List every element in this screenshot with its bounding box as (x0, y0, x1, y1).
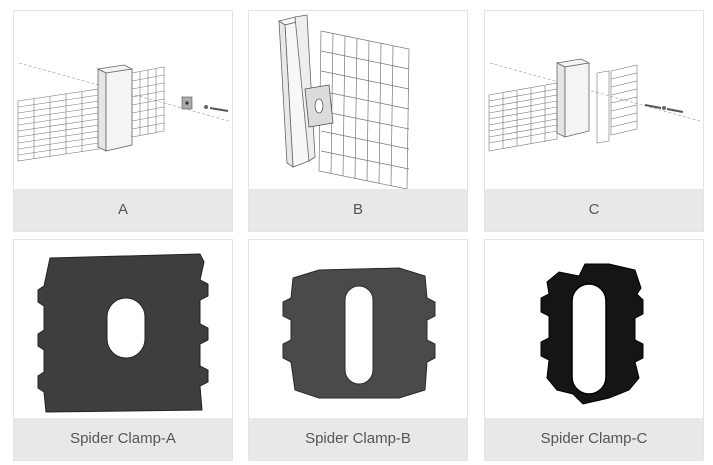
card-caption: A (14, 189, 232, 231)
card-spider-clamp-c[interactable]: Spider Clamp-C (484, 239, 704, 461)
card-a[interactable]: A (13, 10, 233, 232)
spider-clamp-c-image[interactable] (485, 240, 703, 418)
spider-clamp-b-image[interactable] (249, 240, 467, 418)
spider-clamp-a-image[interactable] (14, 240, 232, 418)
card-caption: Spider Clamp-C (485, 418, 703, 460)
card-spider-clamp-a[interactable]: Spider Clamp-A (13, 239, 233, 461)
card-spider-clamp-b[interactable]: Spider Clamp-B (248, 239, 468, 461)
card-caption: B (249, 189, 467, 231)
fence-drawing-a-image[interactable] (14, 11, 232, 189)
fence-drawing-c-image[interactable] (485, 11, 703, 189)
card-caption: Spider Clamp-A (14, 418, 232, 460)
card-caption: C (485, 189, 703, 231)
fence-drawing-b-image[interactable] (249, 11, 467, 189)
card-c[interactable]: C (484, 10, 704, 232)
card-b[interactable]: B (248, 10, 468, 232)
card-caption: Spider Clamp-B (249, 418, 467, 460)
